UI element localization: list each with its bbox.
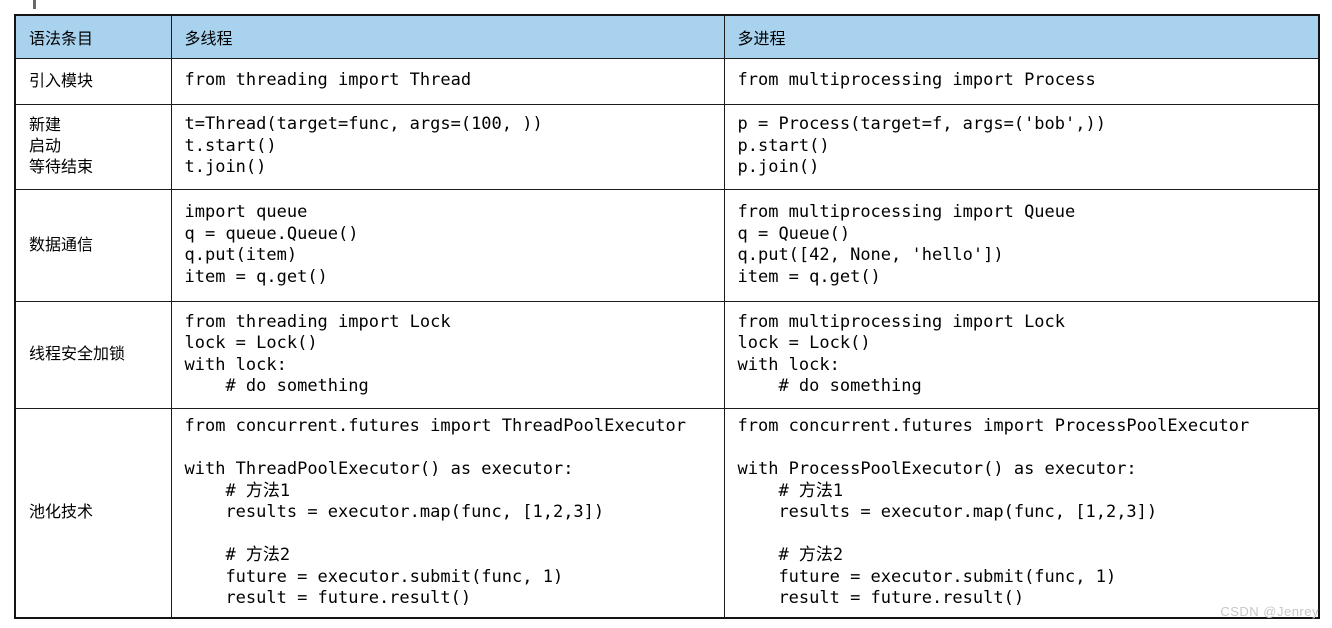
row-label-cell: 新建 启动 等待结束 [14, 103, 172, 190]
process-code-cell: p = Process(target=f, args=('bob',)) p.s… [723, 103, 1320, 190]
thread-code-cell: import queue q = queue.Queue() q.put(ite… [170, 188, 725, 302]
csdn-watermark: CSDN @Jenrey [1220, 604, 1319, 619]
thread-code-cell: from threading import Lock lock = Lock()… [170, 300, 725, 409]
process-code-cell: from multiprocessing import Queue q = Qu… [723, 188, 1320, 302]
thread-code-cell: from concurrent.futures import ThreadPoo… [170, 407, 725, 619]
header-multiprocessing: 多进程 [723, 14, 1320, 59]
row-label-cell: 线程安全加锁 [14, 300, 172, 409]
table-row-create-start-join: 新建 启动 等待结束 t=Thread(target=func, args=(1… [14, 103, 1320, 190]
header-syntax-item: 语法条目 [14, 14, 172, 59]
row-label-cell: 数据通信 [14, 188, 172, 302]
table-row-thread-safe-lock: 线程安全加锁 from threading import Lock lock =… [14, 300, 1320, 409]
thread-code-cell: t=Thread(target=func, args=(100, )) t.st… [170, 103, 725, 190]
process-code-cell: from concurrent.futures import ProcessPo… [723, 407, 1320, 619]
stray-mark [33, 0, 36, 9]
table-row-import-module: 引入模块 from threading import Thread from m… [14, 57, 1320, 105]
table-row-data-communication: 数据通信 import queue q = queue.Queue() q.pu… [14, 188, 1320, 302]
row-label-cell: 池化技术 [14, 407, 172, 619]
table-row-pooling-technique: 池化技术 from concurrent.futures import Thre… [14, 407, 1320, 619]
header-row: 语法条目 多线程 多进程 [14, 14, 1320, 59]
process-code-cell: from multiprocessing import Lock lock = … [723, 300, 1320, 409]
row-label-cell: 引入模块 [14, 57, 172, 105]
syntax-comparison-table: 语法条目 多线程 多进程 引入模块 from threading import … [14, 14, 1320, 619]
process-code-cell: from multiprocessing import Process [723, 57, 1320, 105]
thread-code-cell: from threading import Thread [170, 57, 725, 105]
header-multithreading: 多线程 [170, 14, 725, 59]
